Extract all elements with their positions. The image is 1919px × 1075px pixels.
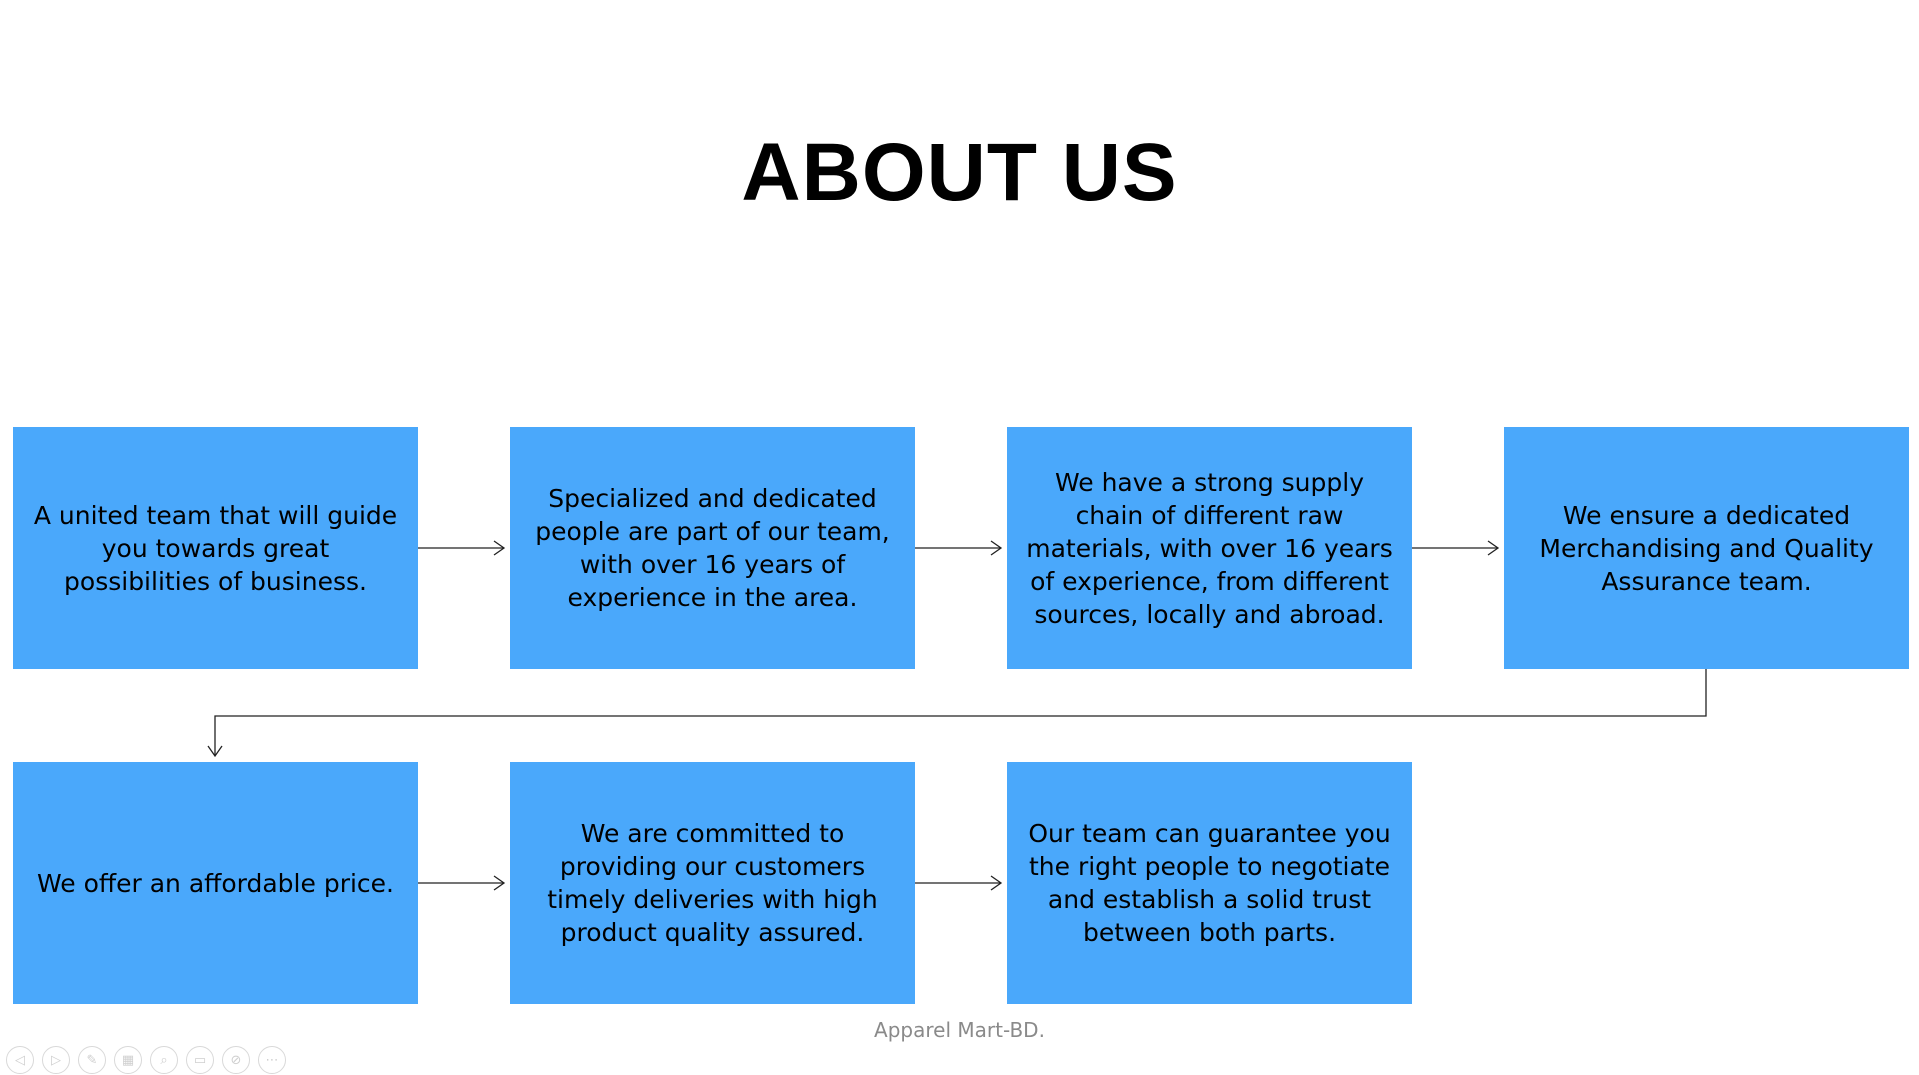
zoom-icon[interactable]: ⌕: [150, 1046, 178, 1074]
process-box-2-text: Specialized and dedicated people are par…: [535, 484, 890, 612]
pen-icon[interactable]: ✎: [78, 1046, 106, 1074]
process-box-3: We have a strong supply chain of differe…: [1007, 427, 1412, 669]
process-box-5: We offer an affordable price.: [13, 762, 418, 1004]
next-icon[interactable]: ▷: [42, 1046, 70, 1074]
process-box-4-text: We ensure a dedicated Merchandising and …: [1539, 500, 1874, 596]
process-box-1-text: A united team that will guide you toward…: [33, 500, 398, 596]
process-box-6-text: We are committed to providing our custom…: [547, 819, 878, 947]
slide-footer: Apparel Mart-BD.: [874, 1018, 1045, 1042]
process-box-3-text: We have a strong supply chain of differe…: [1026, 467, 1393, 629]
previous-icon[interactable]: ◁: [6, 1046, 34, 1074]
slides-grid-icon[interactable]: ▦: [114, 1046, 142, 1074]
process-box-2: Specialized and dedicated people are par…: [510, 427, 915, 669]
subtitles-icon[interactable]: ▭: [186, 1046, 214, 1074]
process-box-5-text: We offer an affordable price.: [37, 868, 394, 898]
process-box-7-text: Our team can guarantee you the right peo…: [1028, 819, 1391, 947]
process-box-1: A united team that will guide you toward…: [13, 427, 418, 669]
slide-title: ABOUT US: [741, 127, 1178, 218]
camera-off-icon[interactable]: ⊘: [222, 1046, 250, 1074]
arrow-4-5: [214, 669, 1707, 756]
process-box-7: Our team can guarantee you the right peo…: [1007, 762, 1412, 1004]
presentation-controls: ◁ ▷ ✎ ▦ ⌕ ▭ ⊘ ⋯: [6, 1046, 286, 1074]
more-options-icon[interactable]: ⋯: [258, 1046, 286, 1074]
process-box-4: We ensure a dedicated Merchandising and …: [1504, 427, 1909, 669]
process-box-6: We are committed to providing our custom…: [510, 762, 915, 1004]
